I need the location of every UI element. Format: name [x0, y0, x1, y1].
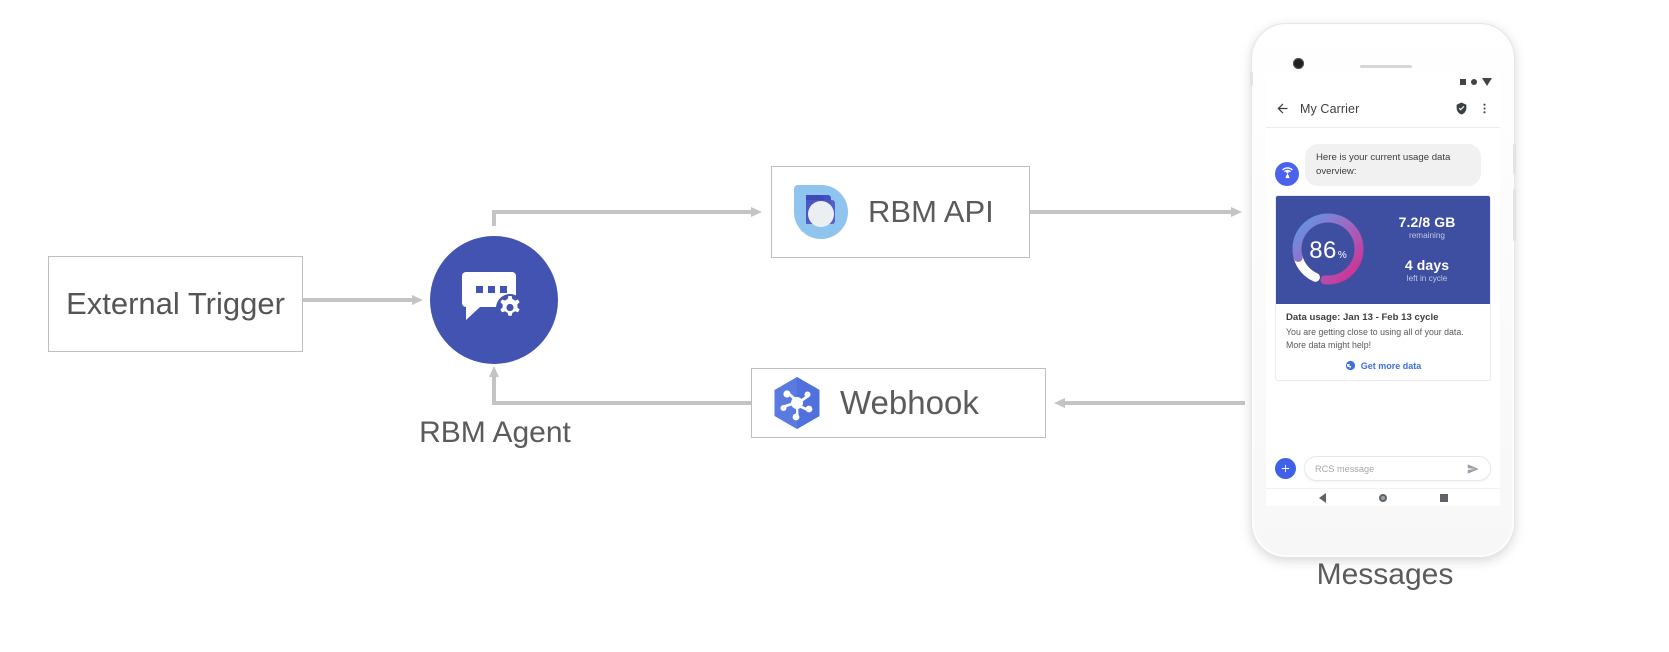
power-button[interactable]	[1513, 144, 1516, 174]
card-body: Data usage: Jan 13 - Feb 13 cycle You ar…	[1276, 304, 1490, 380]
gauge-percent: 86 %	[1286, 207, 1370, 291]
rbm-api-node[interactable]: RBM API	[771, 166, 1030, 258]
phone-screen: My Carrier	[1266, 74, 1500, 506]
chat-gear-icon	[461, 272, 524, 322]
stat-days-value: 4 days	[1404, 257, 1450, 274]
rbm-agent-node[interactable]	[430, 236, 558, 364]
nav-home-icon[interactable]	[1378, 493, 1387, 502]
app-bar: My Carrier	[1266, 90, 1500, 128]
android-nav-bar	[1266, 488, 1500, 506]
webhook-label: Webhook	[840, 384, 979, 421]
stat-data-caption: remaining	[1409, 231, 1445, 241]
app-bar-title: My Carrier	[1300, 101, 1360, 116]
dot-icon	[1471, 79, 1477, 85]
nav-recents-icon[interactable]	[1439, 493, 1448, 502]
volume-button[interactable]	[1513, 189, 1516, 241]
connector-agent-to-api	[492, 207, 762, 226]
get-more-data-button[interactable]: Get more data	[1286, 360, 1480, 371]
gauge-percent-unit: %	[1337, 249, 1347, 261]
conversation-area: Here is your current usage data overview…	[1266, 128, 1500, 449]
rcs-message-placeholder: RCS message	[1315, 463, 1375, 474]
device-label: Messages	[1316, 558, 1454, 591]
more-vert-icon[interactable]	[1478, 102, 1491, 115]
webhook-hexagon-icon	[774, 377, 820, 429]
carrier-antenna-icon	[1275, 161, 1299, 186]
stat-spacer	[1376, 240, 1478, 257]
triangle-down-icon	[1482, 78, 1492, 86]
hero-stats: 7.2/8 GB remaining 4 days left in cycle	[1376, 214, 1478, 283]
sim-tray	[1250, 72, 1253, 86]
rcs-message-input[interactable]: RCS message	[1304, 456, 1491, 481]
send-icon[interactable]	[1466, 462, 1480, 476]
data-usage-gauge: 86 %	[1286, 207, 1370, 291]
square-icon	[1460, 79, 1466, 85]
agent-message-bubble: Here is your current usage data overview…	[1305, 144, 1481, 186]
message-composer: RCS message	[1266, 449, 1500, 488]
rbm-droplet-icon	[794, 185, 848, 239]
gauge-percent-value: 86	[1309, 236, 1337, 264]
globe-icon	[1345, 361, 1355, 371]
earpiece-speaker	[1360, 65, 1412, 68]
external-trigger-node[interactable]: External Trigger	[48, 256, 303, 352]
card-title: Data usage: Jan 13 - Feb 13 cycle	[1286, 311, 1439, 323]
card-hero: 86 % 7.2/8 GB remaining 4 days left in c…	[1276, 195, 1490, 304]
card-description: You are getting close to using all of yo…	[1286, 326, 1464, 350]
external-trigger-label: External Trigger	[66, 286, 285, 321]
webhook-node[interactable]: Webhook	[751, 368, 1046, 438]
agent-message-row: Here is your current usage data overview…	[1275, 144, 1491, 186]
rbm-api-label: RBM API	[868, 194, 994, 229]
plus-icon[interactable]	[1275, 458, 1296, 479]
verified-shield-icon[interactable]	[1455, 102, 1468, 115]
phone-device: My Carrier	[1250, 24, 1516, 557]
get-more-data-label: Get more data	[1360, 360, 1422, 371]
back-arrow-icon[interactable]	[1275, 101, 1290, 116]
rbm-agent-label: RBM Agent	[419, 416, 571, 449]
connector-webhook-to-agent	[489, 366, 751, 405]
nav-back-icon[interactable]	[1318, 492, 1326, 503]
rich-card[interactable]: 86 % 7.2/8 GB remaining 4 days left in c…	[1275, 194, 1491, 382]
stat-data-value: 7.2/8 GB	[1398, 214, 1456, 231]
status-bar	[1266, 74, 1500, 90]
front-camera-icon	[1293, 58, 1304, 69]
stat-days-caption: left in cycle	[1406, 274, 1448, 284]
